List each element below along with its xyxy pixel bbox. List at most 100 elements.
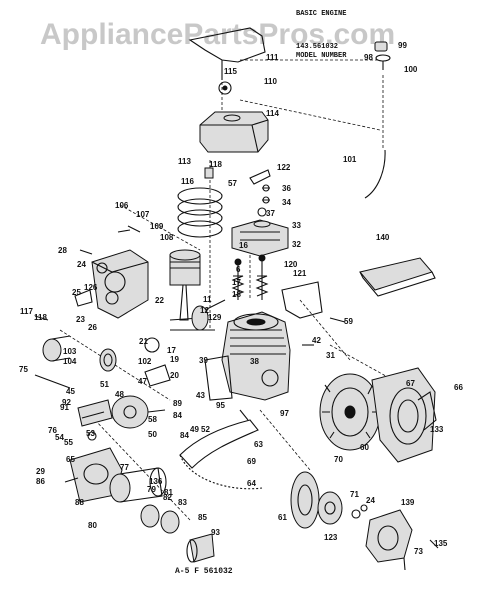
part-label: 29: [36, 467, 45, 476]
part-label: 107: [136, 210, 150, 219]
part-label: 140: [376, 233, 390, 242]
fastener-parts-upper: [204, 167, 271, 217]
part-label: 57: [228, 179, 237, 188]
crankshaft: [169, 299, 226, 331]
part-label: 70: [334, 455, 343, 464]
valve-springs: [231, 254, 269, 300]
part-label: 92: [62, 398, 71, 407]
part-label: 108: [160, 233, 174, 242]
part-label: 66: [454, 383, 463, 392]
engine-block: [204, 311, 291, 401]
piston: [169, 249, 201, 321]
part-label: 48: [115, 390, 124, 399]
governor-parts: [144, 337, 171, 387]
part-label: 19: [170, 355, 179, 364]
part-label: 20: [170, 371, 179, 380]
starter-pulley: [290, 471, 320, 529]
part-label: 69: [247, 457, 256, 466]
part-label: 17: [232, 278, 241, 287]
part-label: 39: [199, 356, 208, 365]
part-label: 100: [404, 65, 418, 74]
part-label: 86: [36, 477, 45, 486]
part-label: 47: [138, 377, 147, 386]
cylinder-head-cover: [231, 219, 289, 257]
part-label: 32: [292, 240, 301, 249]
part-label: 97: [280, 409, 289, 418]
part-label: 63: [254, 440, 263, 449]
part-label: 58: [148, 415, 157, 424]
part-label: 84: [173, 411, 182, 420]
part-label: 60: [360, 443, 369, 452]
part-label: 75: [19, 365, 28, 374]
bracket-60: [417, 391, 437, 431]
screw-135: [429, 539, 439, 549]
part-label: 115: [224, 67, 237, 76]
fuel-line: [364, 149, 386, 199]
part-label: 80: [88, 521, 97, 530]
part-label: 116: [181, 177, 194, 186]
part-label: 79: [147, 485, 156, 494]
part-label: 101: [343, 155, 357, 164]
part-label: 64: [247, 479, 256, 488]
tank-bracket: [188, 27, 266, 95]
muffler-assembly: [109, 467, 180, 534]
cam-gear: [111, 395, 166, 429]
part-label: 133: [430, 425, 444, 434]
header-model-number: MODEL NUMBER: [296, 52, 347, 60]
part-label: 34: [282, 198, 291, 207]
part-label: 16: [239, 241, 248, 250]
part-label: 12: [200, 306, 209, 315]
fuel-tank: [199, 111, 269, 153]
linkage-rod: [34, 374, 71, 389]
part-label: 117: [20, 307, 33, 316]
carb-small-parts: [74, 225, 141, 307]
part-label: 98: [364, 53, 373, 62]
part-label: 95: [216, 401, 225, 410]
part-label: 104: [63, 357, 77, 366]
gasket-rings: [177, 187, 223, 238]
part-label: 114: [266, 109, 279, 118]
part-label: 50: [148, 430, 157, 439]
part-label: 42: [312, 336, 321, 345]
part-label: 111: [266, 53, 279, 62]
part-label: 11: [203, 295, 212, 304]
part-label: 55: [64, 438, 73, 447]
part-label: 88: [75, 498, 84, 507]
part-label: 110: [264, 77, 277, 86]
bolts-scattered: [34, 249, 346, 483]
part-label: 93: [211, 528, 220, 537]
part-label: 139: [401, 498, 415, 507]
starter-cup: [317, 491, 368, 525]
muffler: [186, 533, 215, 563]
diagram-caption: A-5 F 561032: [175, 567, 233, 576]
breather-plate: [281, 281, 323, 319]
part-label: 99: [398, 41, 407, 50]
part-label: 33: [292, 221, 301, 230]
header-basic-engine: BASIC ENGINE: [296, 10, 346, 18]
part-label: 61: [278, 513, 287, 522]
blower-housing-base: [179, 419, 263, 490]
header-model-code: 143.561032: [296, 43, 338, 51]
part-label: 121: [293, 269, 307, 278]
part-label: 54: [55, 433, 64, 442]
part-label: 136: [149, 477, 163, 486]
part-label: 45: [66, 387, 75, 396]
part-label: 38: [250, 357, 259, 366]
part-label: 76: [48, 426, 57, 435]
part-label: 91: [60, 403, 69, 412]
vent-cap-parts: [374, 41, 391, 70]
part-label: 6: [236, 265, 241, 274]
flywheel: [319, 373, 381, 451]
part-label: 49: [190, 425, 199, 434]
part-label: 23: [76, 315, 85, 324]
part-label: 135: [434, 539, 448, 548]
part-label: 126: [84, 283, 98, 292]
part-label: 122: [277, 163, 291, 172]
part-label: 85: [198, 513, 207, 522]
part-label: 25: [72, 288, 81, 297]
part-label: 113: [178, 157, 191, 166]
part-label: 89: [173, 399, 182, 408]
